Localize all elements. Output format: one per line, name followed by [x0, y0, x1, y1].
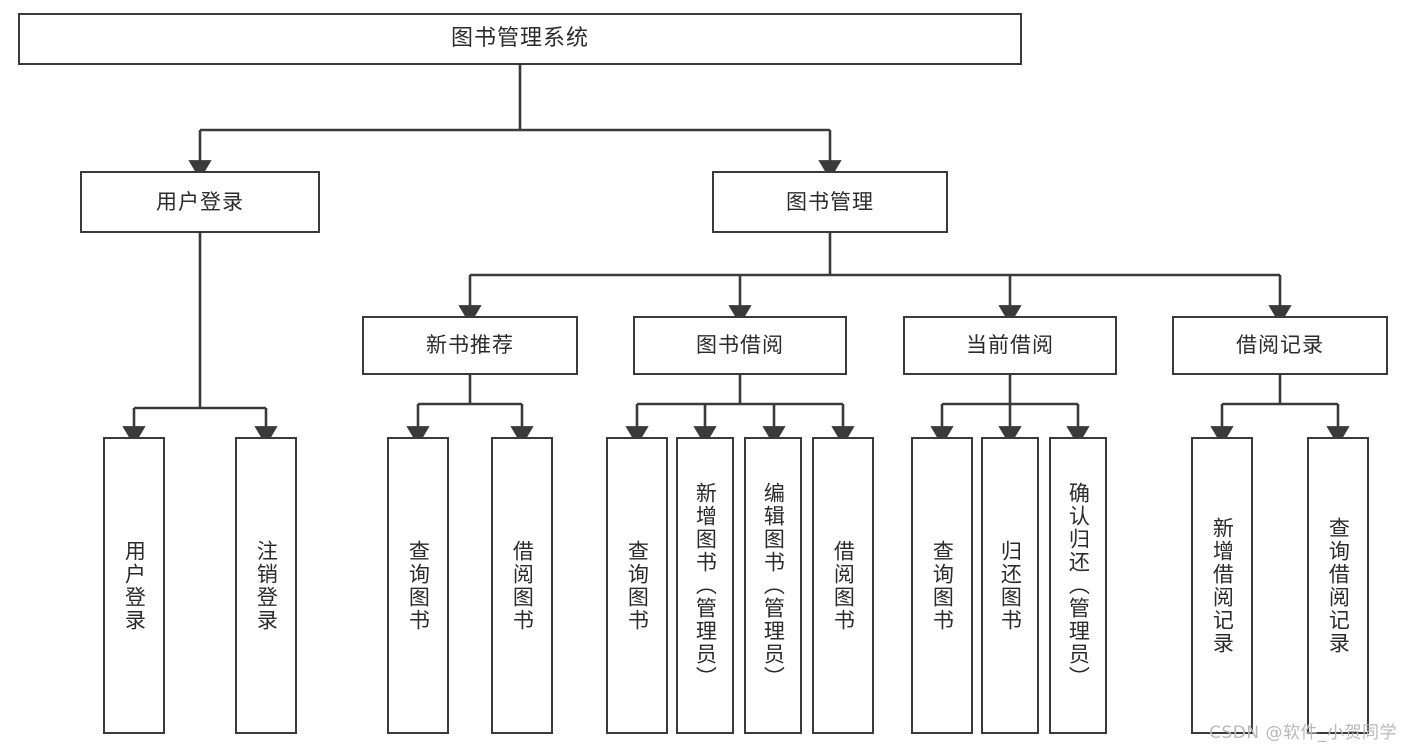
node-label: 借阅图书	[510, 539, 535, 632]
node-current-borrow[interactable]: 当前借阅	[903, 316, 1117, 375]
node-label: 查询图书	[406, 539, 431, 632]
node-borrow-record[interactable]: 借阅记录	[1172, 316, 1388, 375]
leaf-query-book-borrow[interactable]: 查询图书	[606, 437, 668, 734]
node-user-login[interactable]: 用户登录	[80, 171, 320, 233]
node-label: 新增图书（管理员）	[693, 482, 718, 689]
node-label: 当前借阅	[966, 333, 1054, 358]
node-label: 查询借阅记录	[1326, 516, 1351, 655]
node-label: 用户登录	[156, 189, 244, 214]
node-root-system[interactable]: 图书管理系统	[18, 13, 1022, 65]
node-label: 图书借阅	[696, 333, 784, 358]
node-label: 用户登录	[122, 539, 147, 632]
leaf-borrow-book[interactable]: 借阅图书	[812, 437, 874, 734]
node-label: 查询图书	[930, 539, 955, 632]
leaf-edit-book-admin[interactable]: 编辑图书（管理员）	[744, 437, 802, 734]
node-label: 图书管理	[786, 189, 874, 214]
node-label: 借阅图书	[831, 539, 856, 632]
watermark-text: CSDN @软件_小贺同学	[1209, 723, 1397, 743]
node-label: 编辑图书（管理员）	[761, 482, 786, 689]
leaf-query-book-current[interactable]: 查询图书	[911, 437, 973, 734]
leaf-add-borrow-record[interactable]: 新增借阅记录	[1191, 437, 1253, 734]
leaf-borrow-book-newbook[interactable]: 借阅图书	[491, 437, 553, 734]
node-label: 查询图书	[625, 539, 650, 632]
node-label: 确认归还（管理员）	[1066, 482, 1091, 689]
node-label: 注销登录	[254, 539, 279, 632]
node-label: 新增借阅记录	[1210, 516, 1235, 655]
node-label: 归还图书	[998, 539, 1023, 632]
node-label: 借阅记录	[1236, 333, 1324, 358]
node-new-book-recommend[interactable]: 新书推荐	[362, 316, 578, 375]
node-book-management[interactable]: 图书管理	[712, 171, 948, 233]
leaf-logout[interactable]: 注销登录	[235, 437, 297, 734]
node-book-borrow[interactable]: 图书借阅	[633, 316, 847, 375]
node-label: 新书推荐	[426, 333, 514, 358]
leaf-user-login[interactable]: 用户登录	[103, 437, 165, 734]
leaf-return-book[interactable]: 归还图书	[981, 437, 1039, 734]
leaf-add-book-admin[interactable]: 新增图书（管理员）	[676, 437, 734, 734]
leaf-query-book-newbook[interactable]: 查询图书	[387, 437, 449, 734]
node-label: 图书管理系统	[450, 26, 589, 52]
leaf-confirm-return-admin[interactable]: 确认归还（管理员）	[1049, 437, 1107, 734]
leaf-query-borrow-record[interactable]: 查询借阅记录	[1307, 437, 1369, 734]
